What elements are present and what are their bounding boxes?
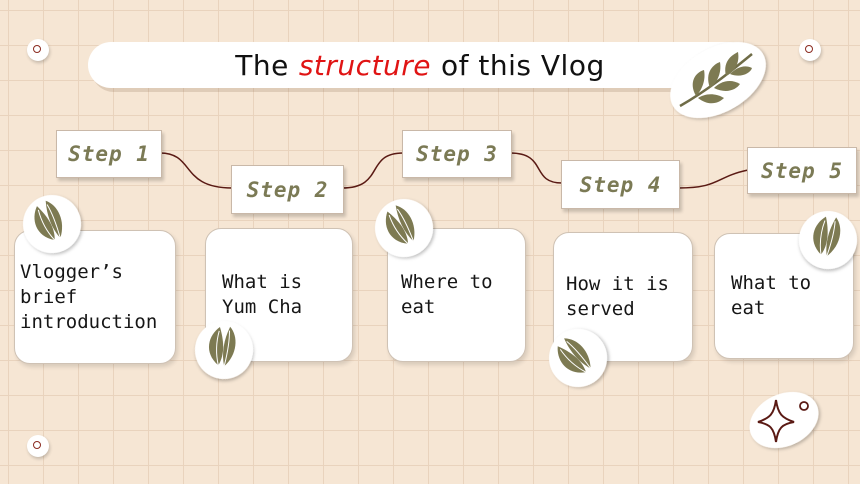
step-4-label: Step 4 xyxy=(561,160,680,209)
connector-line xyxy=(341,152,404,189)
leaf-pair-icon xyxy=(792,204,860,275)
connector-line xyxy=(159,152,233,189)
step-2-label: Step 2 xyxy=(231,165,344,214)
step-5-label: Step 5 xyxy=(747,147,857,194)
connector-line xyxy=(677,169,749,189)
step-3-text: Where to eat xyxy=(401,271,493,318)
title-text-before: The xyxy=(235,48,289,82)
connector-line xyxy=(509,152,563,184)
ring-circle-icon xyxy=(27,435,49,457)
ring-circle-icon xyxy=(27,39,49,61)
leaf-pair-icon xyxy=(15,187,89,261)
step-5-text: What to eat xyxy=(731,272,812,319)
sparkle-icon xyxy=(749,391,819,449)
step-1-card: Vlogger’s brief introduction xyxy=(14,230,176,364)
leaf-pair-icon xyxy=(190,316,257,383)
title-accent-word: structure xyxy=(298,48,432,82)
leaf-pair-icon xyxy=(365,189,442,266)
page-title: The structure of this Vlog xyxy=(88,42,752,88)
step-2-text: What is Yum Cha xyxy=(222,271,303,318)
ring-circle-icon xyxy=(799,39,821,61)
title-text-after: of this Vlog xyxy=(441,48,605,82)
leaf-branch-icon xyxy=(670,42,766,118)
leaf-pair-icon xyxy=(537,317,619,399)
step-4-text: How it is served xyxy=(566,273,669,320)
step-1-label: Step 1 xyxy=(56,130,162,178)
step-3-label: Step 3 xyxy=(402,130,512,178)
step-1-text: Vlogger’s brief introduction xyxy=(20,260,158,333)
